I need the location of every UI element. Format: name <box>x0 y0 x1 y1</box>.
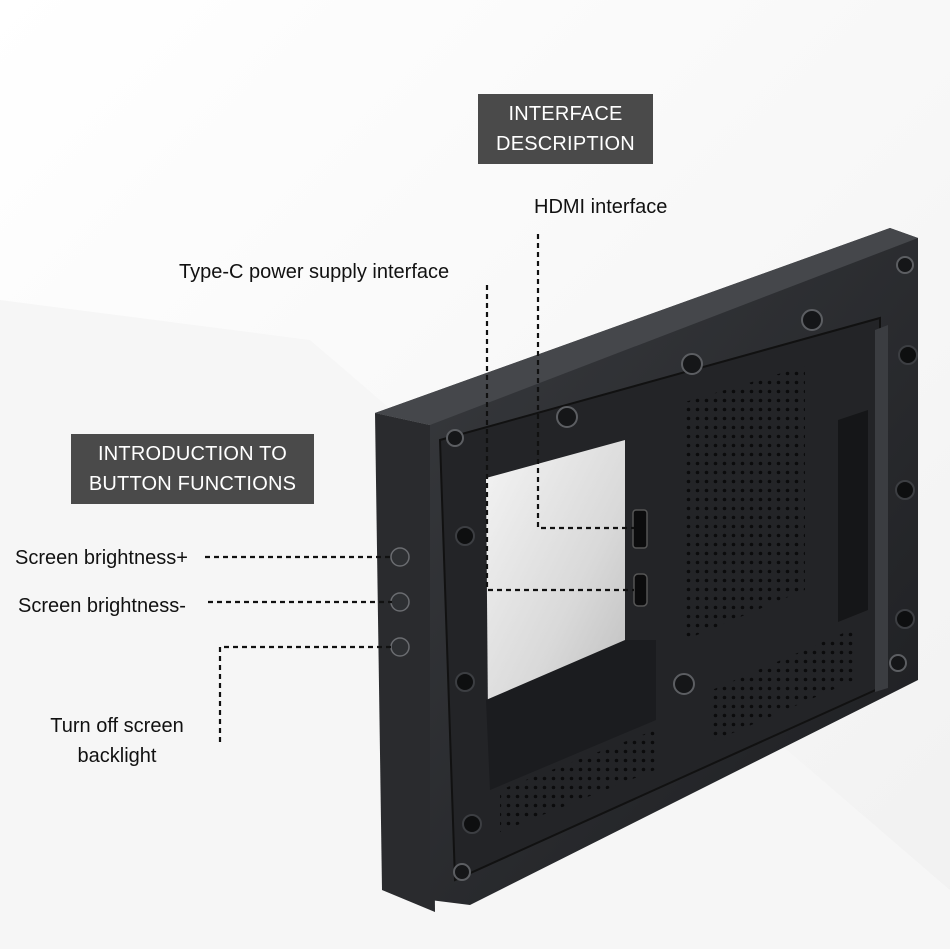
backlight-off-label: Turn off screen backlight <box>22 711 212 771</box>
interface-description-heading: INTERFACE DESCRIPTION <box>478 94 653 164</box>
standoff-screws <box>455 345 918 834</box>
brightness-down-button <box>390 592 410 612</box>
type-c-port <box>633 573 648 607</box>
backlight-off-button <box>390 637 410 657</box>
device-display-window <box>486 440 625 718</box>
interface-heading-line2: DESCRIPTION <box>496 133 635 155</box>
leader-lines <box>205 234 634 742</box>
hdmi-port <box>632 509 648 549</box>
leader-type-c <box>485 285 634 592</box>
backlight-label-line1: Turn off screen <box>50 715 184 737</box>
brightness-up-label: Screen brightness+ <box>15 547 188 569</box>
hdmi-interface-label: HDMI interface <box>534 196 668 218</box>
brightness-down-label: Screen brightness- <box>18 595 186 617</box>
backlight-label-line2: backlight <box>77 745 157 767</box>
buttons-heading-line1: INTRODUCTION TO <box>98 443 287 465</box>
device-side-edge <box>375 413 435 912</box>
vent-grid-main <box>685 366 805 640</box>
leader-backlight <box>218 645 392 742</box>
side-buttons <box>390 547 410 657</box>
screws <box>446 256 914 881</box>
button-functions-heading: INTRODUCTION TO BUTTON FUNCTIONS <box>71 434 314 504</box>
vent-grid-bottom <box>500 730 655 832</box>
buttons-heading-line2: BUTTON FUNCTIONS <box>88 473 297 495</box>
brightness-up-button <box>390 547 410 567</box>
type-c-interface-label: Type-C power supply interface <box>179 261 450 283</box>
vent-grid-lower <box>712 628 855 742</box>
interface-heading-line1: INTERFACE <box>508 103 623 125</box>
